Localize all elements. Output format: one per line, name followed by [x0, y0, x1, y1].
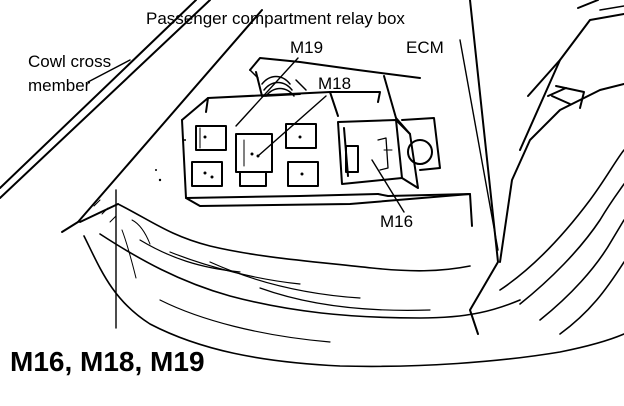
m19-label: M19	[290, 38, 324, 57]
leader-lines	[87, 39, 499, 329]
cowl-cross-member-drawing	[0, 0, 263, 233]
relay-modules	[191, 123, 319, 187]
m16-label: M16	[380, 212, 414, 231]
relay-markings	[155, 135, 304, 182]
cowl-label-line-1: Cowl cross	[28, 52, 112, 71]
cowl-cross-member-label: Cowl cross member	[28, 50, 111, 98]
relay-box-label: Passenger compartment relay box	[146, 9, 405, 28]
side-panel	[469, 0, 624, 335]
ecm-label: ECM	[406, 38, 444, 57]
wiring-bundle	[249, 69, 307, 97]
cowl-hatch	[93, 199, 151, 279]
carpet-folds	[83, 5, 624, 368]
cowl-label-line-2: member	[28, 76, 91, 95]
connector-list-caption: M16, M18, M19	[10, 346, 205, 377]
m18-label: M18	[318, 74, 352, 93]
relay-box-housing	[181, 57, 473, 227]
ecm-module	[337, 117, 441, 189]
